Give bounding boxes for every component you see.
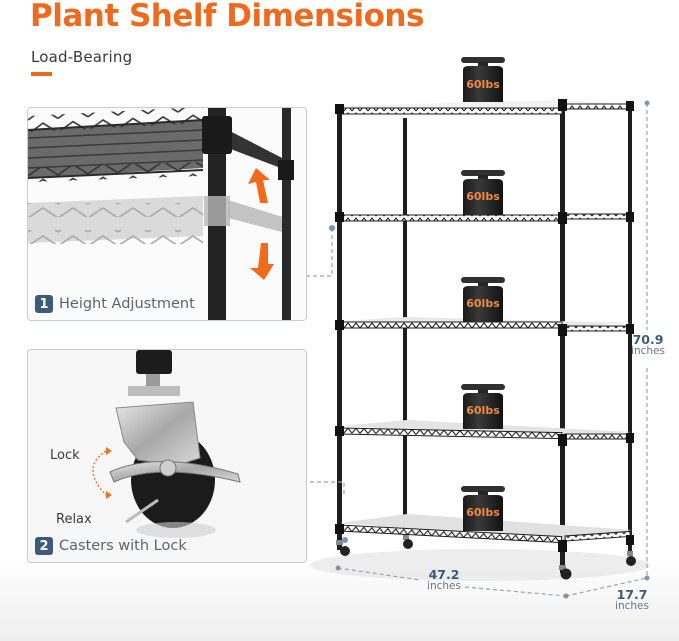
height-unit: inches [631,345,665,358]
feature-caption-1: 1 Height Adjustment [35,295,195,313]
shelf-tier-2 [339,213,631,222]
width-value: 47.2 [428,567,460,582]
accent-underline [31,72,52,76]
lock-state-label: Lock [50,448,80,463]
feature-panel-casters: Lock Relax 2 Casters with Lock [27,349,307,563]
width-dimension: 47.2 inches [424,568,464,592]
dimension-lines [307,103,648,597]
caster-wheel-icon [92,350,241,538]
feature-number-badge: 2 [35,537,53,555]
height-value: 70.9 [632,332,664,347]
back-left-post [403,118,407,540]
page-title: Plant Shelf Dimensions [30,0,424,34]
weight-label-5: 60lbs [466,506,500,519]
feature-panel-height-adjustment: 1 Height Adjustment [27,107,307,321]
width-unit: inches [427,580,461,593]
weight-label-4: 60lbs [466,404,500,417]
up-down-arrows-icon [248,168,274,280]
shelf-closeup-illustration [28,108,294,320]
height-dimension: 70.9 inches [630,333,666,357]
weight-label-1: 60lbs [466,78,500,91]
front-right-post [560,101,565,573]
depth-dimension: 17.7 inches [612,588,652,612]
weight-icon [461,57,505,531]
weight-label-3: 60lbs [466,297,500,310]
caster-wheels [336,535,636,580]
subtitle: Load-Bearing [31,48,133,66]
feature-caption-2: 2 Casters with Lock [35,537,187,555]
weight-label-2: 60lbs [466,190,500,203]
feature-label: Height Adjustment [59,296,195,312]
relax-state-label: Relax [56,512,92,527]
depth-unit: inches [615,600,649,613]
shelf-tier-1 [339,100,631,115]
feature-number-badge: 1 [35,295,53,313]
feature-label: Casters with Lock [59,538,187,554]
depth-value: 17.7 [616,587,648,602]
